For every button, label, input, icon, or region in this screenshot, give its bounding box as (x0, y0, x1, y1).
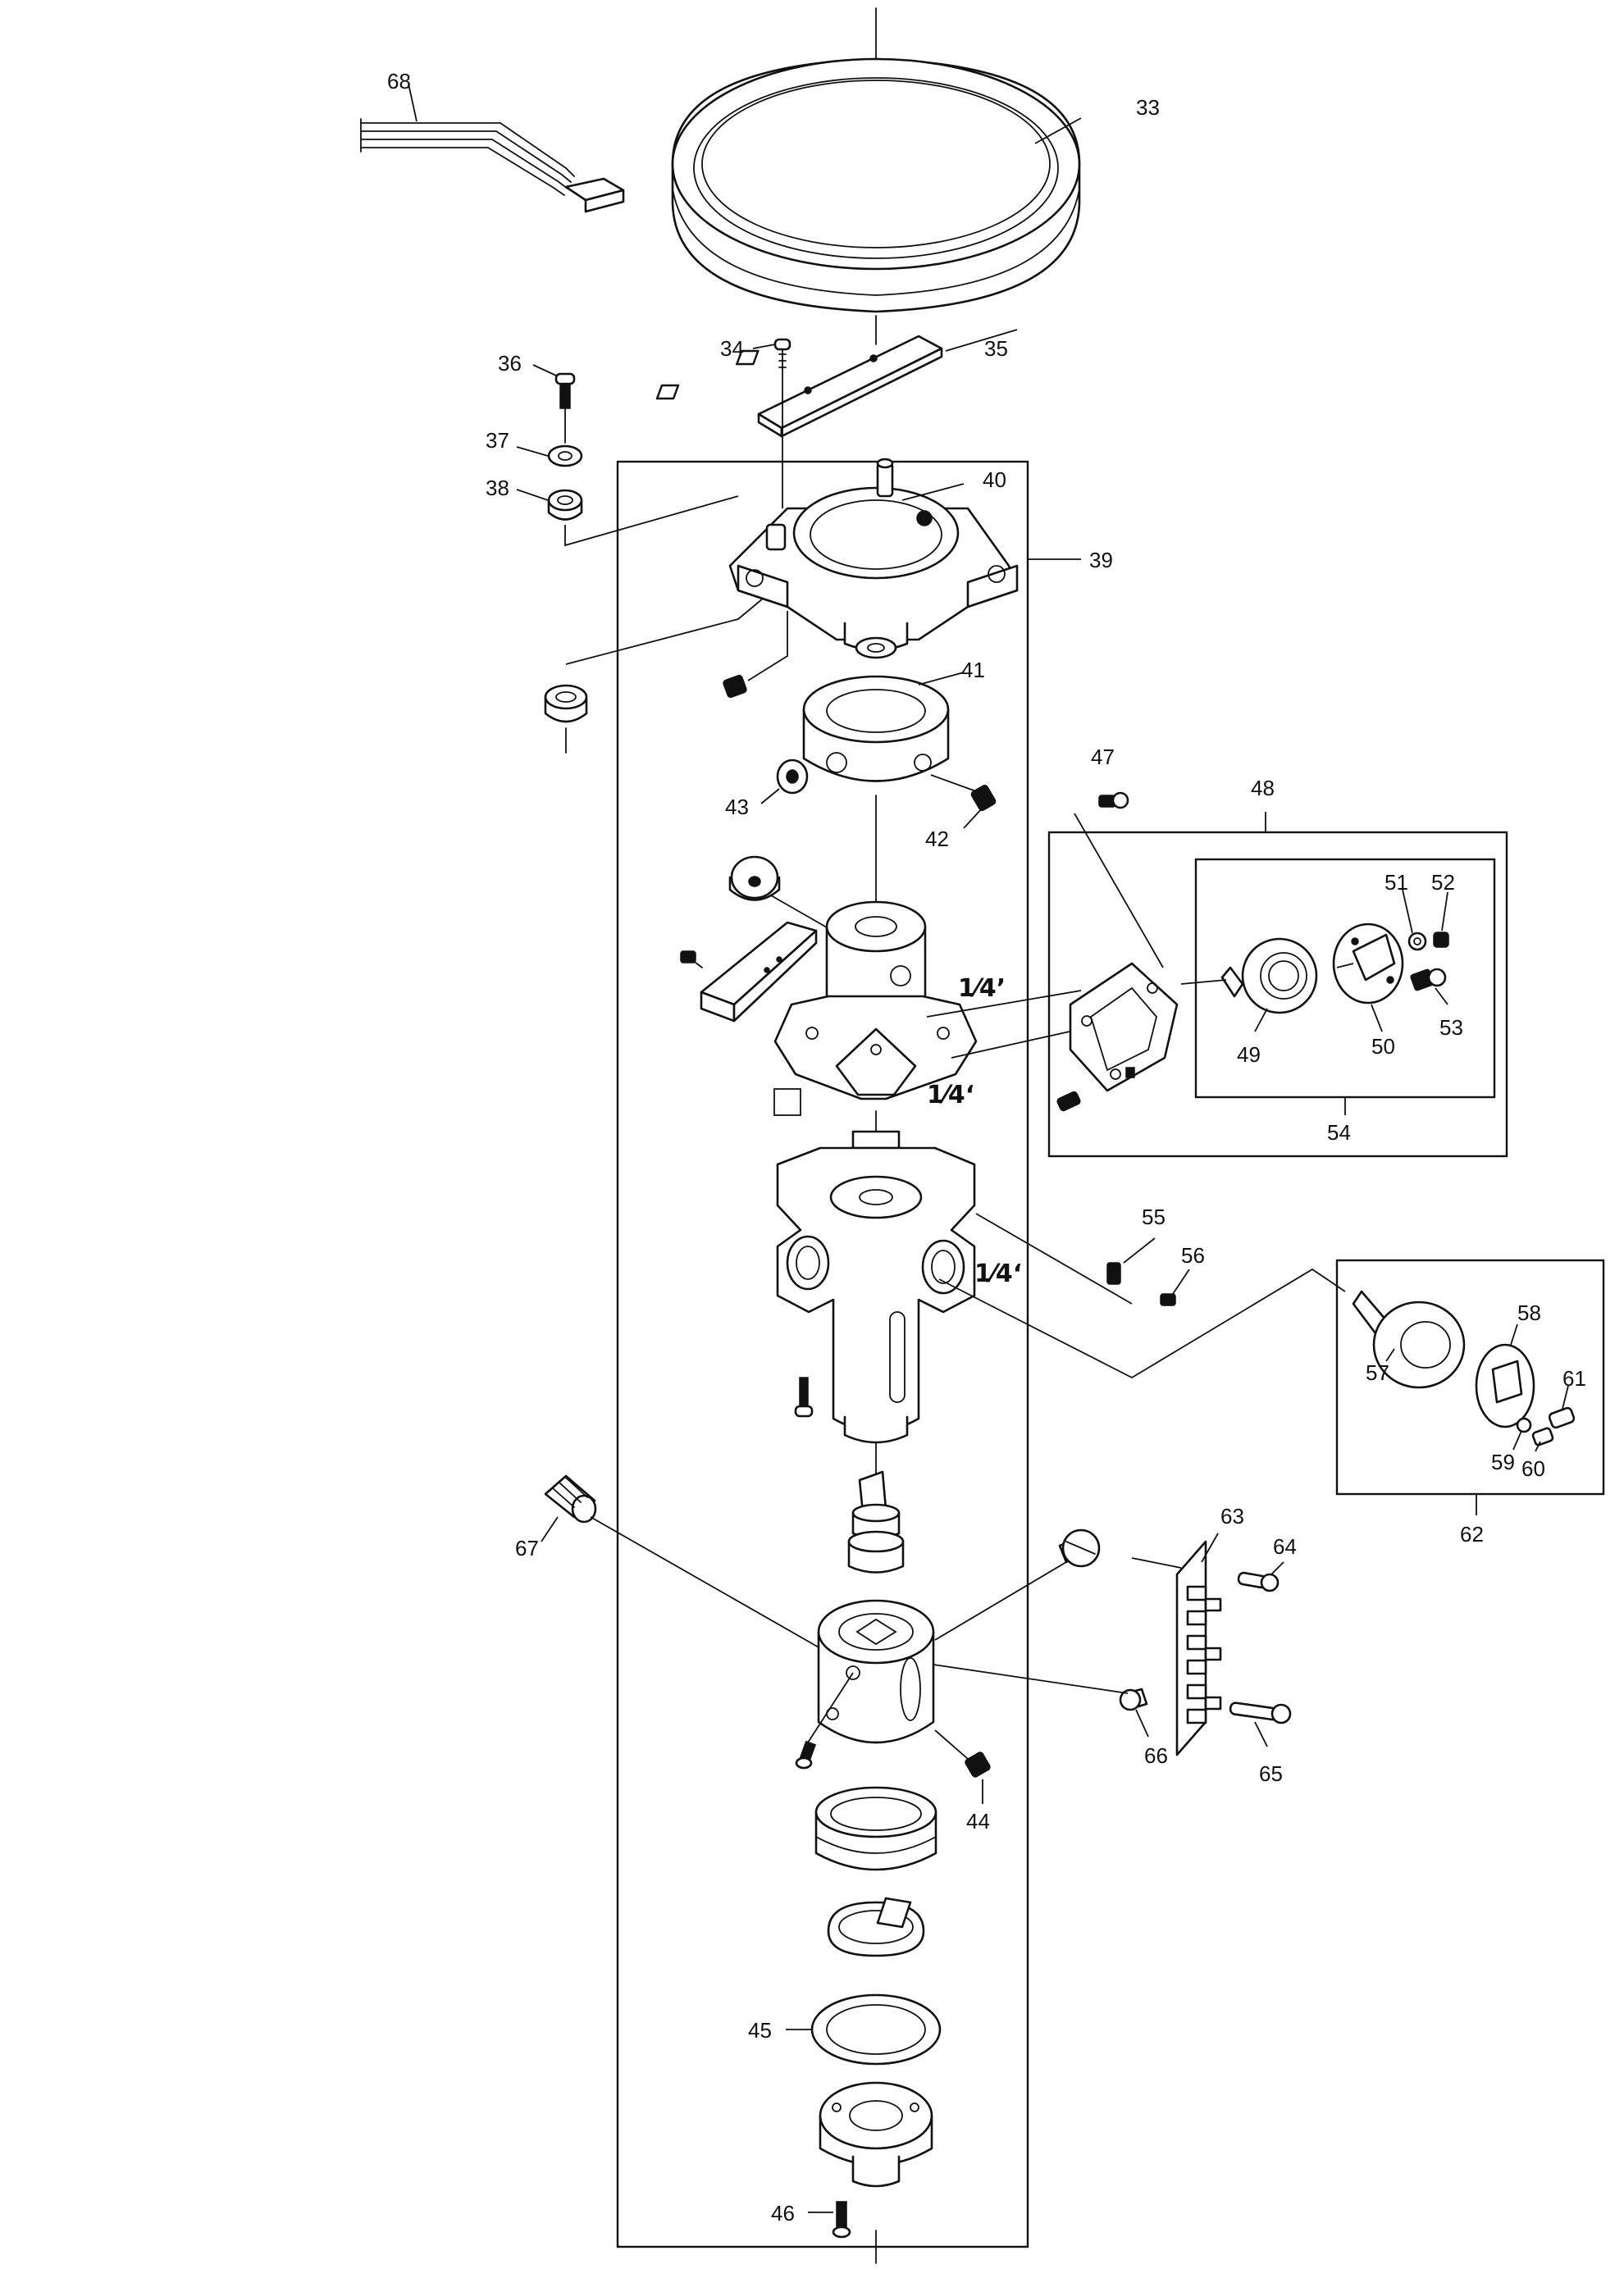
callout-49: 49 (1237, 1042, 1261, 1067)
callout-33: 33 (1136, 95, 1160, 120)
screw-56 (1160, 1293, 1176, 1306)
callout-48: 48 (1251, 776, 1275, 800)
washer-37 (547, 444, 583, 467)
bushing-38 (547, 489, 583, 521)
screw-36 (554, 372, 576, 409)
washer-51 (1407, 932, 1427, 951)
set-screw-mount (1056, 1091, 1081, 1112)
callout-65: 65 (1259, 1761, 1283, 1786)
callout-38: 38 (486, 476, 509, 500)
spacer-66 (1119, 1688, 1148, 1711)
callout-44: 44 (966, 1809, 990, 1834)
screw-53 (1410, 968, 1447, 991)
callout-62: 62 (1460, 1522, 1484, 1547)
callout-37: 37 (486, 428, 509, 453)
mount-frame (1069, 962, 1179, 1092)
callout-50: 50 (1371, 1034, 1395, 1059)
callout-43: 43 (725, 795, 749, 819)
screw-47 (1098, 791, 1129, 809)
main-hub (776, 1130, 976, 1444)
lens-49 (1220, 937, 1318, 1014)
callout-42: 42 (925, 827, 949, 851)
set-screw-upper (723, 674, 747, 699)
callout-63: 63 (1220, 1504, 1244, 1528)
split-ring (827, 1897, 925, 1957)
callout-39: 39 (1089, 548, 1113, 572)
callout-34: 34 (720, 336, 744, 361)
fraction-note-3: 1⁄4‘ (974, 1260, 1022, 1288)
svg-text:1⁄4’: 1⁄4’ (958, 974, 1006, 1003)
callout-45: 45 (748, 2018, 772, 2043)
svg-text:1⁄4‘: 1⁄4‘ (927, 1081, 974, 1109)
box-62 (1335, 1259, 1605, 1496)
screw-44 (965, 1752, 991, 1778)
screw-65 (1229, 1702, 1292, 1724)
base-flange (819, 2081, 933, 2188)
screw-60 (1531, 1427, 1554, 1446)
screw-52 (1433, 932, 1449, 948)
callout-51: 51 (1385, 870, 1408, 895)
callout-36: 36 (498, 351, 522, 376)
fraction-note-1: 1⁄4’ (958, 974, 1006, 1003)
collar-41 (802, 675, 950, 782)
callout-61: 61 (1562, 1366, 1586, 1391)
screw-64 (1237, 1571, 1280, 1592)
fraction-note-2: 1⁄4‘ (927, 1081, 974, 1109)
screw-67 (544, 1474, 597, 1524)
screw-42 (970, 784, 997, 812)
spacer-cylinder (728, 855, 781, 901)
callout-58: 58 (1517, 1301, 1541, 1325)
rotor-drum (817, 1599, 935, 1744)
screw-61 (1548, 1406, 1576, 1429)
bearing-left (544, 684, 588, 723)
screw-bracket (680, 950, 703, 968)
cover-plate-58 (1475, 1343, 1535, 1428)
rotor-block (773, 900, 978, 1100)
box-48 (1047, 831, 1508, 1158)
assembly-frame-39 (616, 460, 1029, 2248)
washer-59 (1516, 1417, 1532, 1433)
shaft-key (847, 1470, 905, 1574)
callout-57: 57 (1366, 1360, 1389, 1385)
callout-66: 66 (1144, 1743, 1168, 1768)
screw-43 (776, 758, 809, 795)
callout-55: 55 (1142, 1205, 1166, 1229)
callout-47: 47 (1091, 745, 1115, 769)
screw-55 (1106, 1262, 1121, 1285)
circuit-board-63 (1175, 1540, 1222, 1756)
callout-46: 46 (771, 2201, 795, 2225)
screw-drum-left (795, 1740, 817, 1770)
callout-67: 67 (515, 1536, 539, 1560)
seal-ring-33 (671, 57, 1081, 313)
top-housing-40 (728, 458, 1019, 659)
callout-41: 41 (961, 658, 985, 682)
callout-68: 68 (387, 69, 411, 93)
mirror-bracket (700, 921, 818, 1023)
callout-60: 60 (1521, 1456, 1545, 1481)
screw-hub-lower (794, 1377, 814, 1418)
screw-34 (773, 338, 791, 508)
callout-52: 52 (1431, 870, 1455, 895)
wire-harness-68 (360, 118, 625, 213)
callout-53: 53 (1439, 1015, 1463, 1040)
callout-40: 40 (983, 467, 1006, 492)
callout-56: 56 (1181, 1243, 1205, 1268)
callout-59: 59 (1491, 1450, 1515, 1474)
lens-57 (1352, 1290, 1466, 1389)
callout-35: 35 (984, 336, 1008, 361)
o-ring-45 (810, 1993, 942, 2066)
bushing-drum-right (1058, 1528, 1101, 1568)
sensor-plate-35 (655, 335, 943, 438)
svg-text:1⁄4‘: 1⁄4‘ (974, 1260, 1022, 1288)
bearing-ring-lower (814, 1786, 937, 1871)
screw-46 (832, 2201, 851, 2239)
callout-64: 64 (1273, 1534, 1297, 1559)
callout-54: 54 (1327, 1120, 1351, 1145)
marker-square (773, 1088, 801, 1116)
cover-plate-50 (1332, 922, 1404, 1004)
